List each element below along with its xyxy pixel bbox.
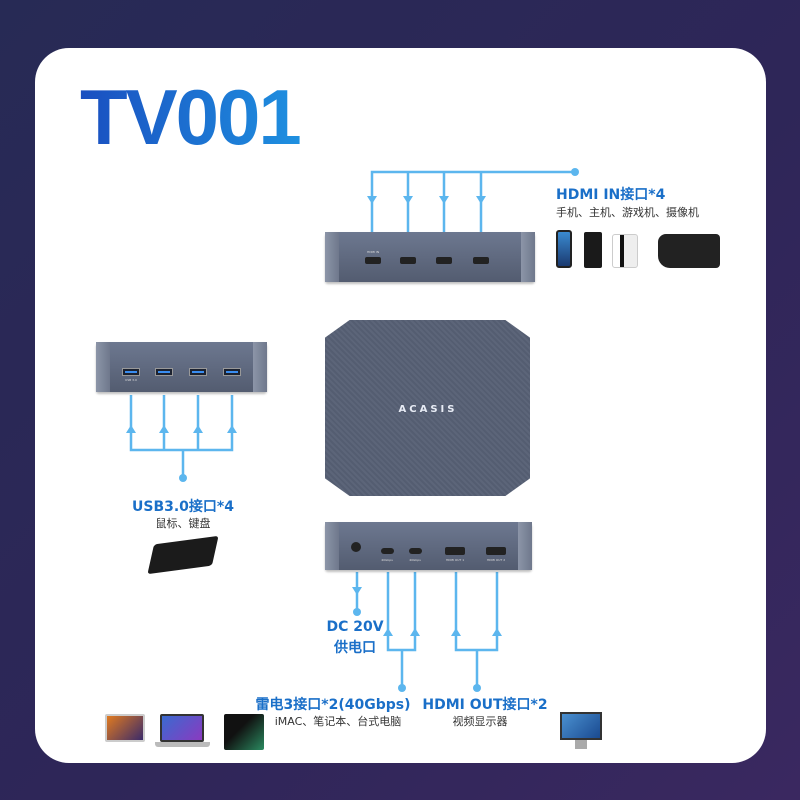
dc-label-2: 供电口 [334,640,376,656]
game-console-icon [612,234,638,268]
dc-label: DC 20V [326,619,384,635]
hdmi-in-side-panel: HDMI IN [325,232,535,282]
dc-port [351,542,361,552]
hdmi-out-port [486,547,506,555]
laptop-base-icon [155,742,210,747]
page-title: TV001 [80,73,302,161]
brand-logo: ACASIS [398,404,458,415]
acasis-device-top [325,320,530,496]
usb-description: 鼠标、键盘 [155,517,211,530]
desktop-pc-icon [224,714,264,750]
thunderbolt-port [381,548,394,554]
hdmi-out-description: 视频显示器 [452,715,508,728]
thunderbolt-description: iMAC、笔记本、台式电脑 [274,715,402,728]
thunderbolt-label: 雷电3接口*2(40Gbps) [255,697,411,713]
hdmi-out-port [445,547,465,555]
thunderbolt-port [409,548,422,554]
smartphone-icon [556,230,572,268]
imac-icon [105,714,145,742]
rear-panel: 40Gbps 40Gbps HDMI OUT 1 HDMI OUT 2 [325,522,532,570]
monitor-stand-icon [575,740,587,749]
hdmi-in-description: 手机、主机、游戏机、摄像机 [556,206,699,219]
monitor-icon [560,712,602,740]
desktop-tower-icon [584,232,602,268]
usb-side-panel: USB 3.0 [96,342,267,392]
usb-label: USB3.0接口*4 [132,499,234,515]
hdmi-out-label: HDMI OUT接口*2 [422,697,548,713]
camcorder-icon [658,234,720,268]
laptop-icon [160,714,204,742]
hdmi-in-label: HDMI IN接口*4 [556,187,666,203]
